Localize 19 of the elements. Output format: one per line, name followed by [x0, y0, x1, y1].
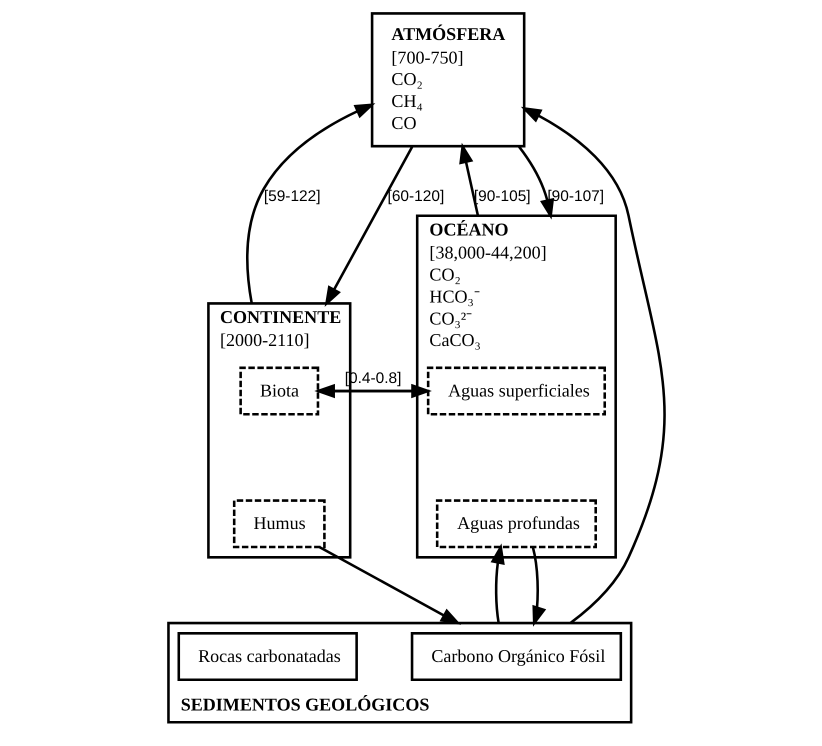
node-box: Aguas profundas	[435, 499, 596, 548]
node-box: Humus	[232, 499, 326, 548]
edge-label: [90-107]	[546, 188, 604, 206]
arrow	[324, 146, 413, 307]
node-box: Rocas carbonatadas	[176, 632, 358, 682]
node-box: Aguas superficiales	[426, 366, 606, 416]
arrow	[531, 546, 546, 627]
arrow	[246, 103, 375, 304]
edge-label: [60-120]	[387, 188, 444, 206]
arrow	[318, 546, 461, 625]
arrow	[458, 142, 479, 216]
edge-label: [59-122]	[263, 188, 320, 206]
node-box: Biota	[238, 366, 319, 416]
node-box: ATMÓSFERA [700-750] CO₂ CH₄ CO	[370, 12, 525, 148]
edge-label: [90-105]	[473, 188, 530, 206]
arrow	[490, 543, 504, 624]
arrow	[518, 146, 554, 220]
node-box: Carbono Orgánico Fósil	[410, 632, 622, 682]
arrow	[520, 106, 666, 624]
